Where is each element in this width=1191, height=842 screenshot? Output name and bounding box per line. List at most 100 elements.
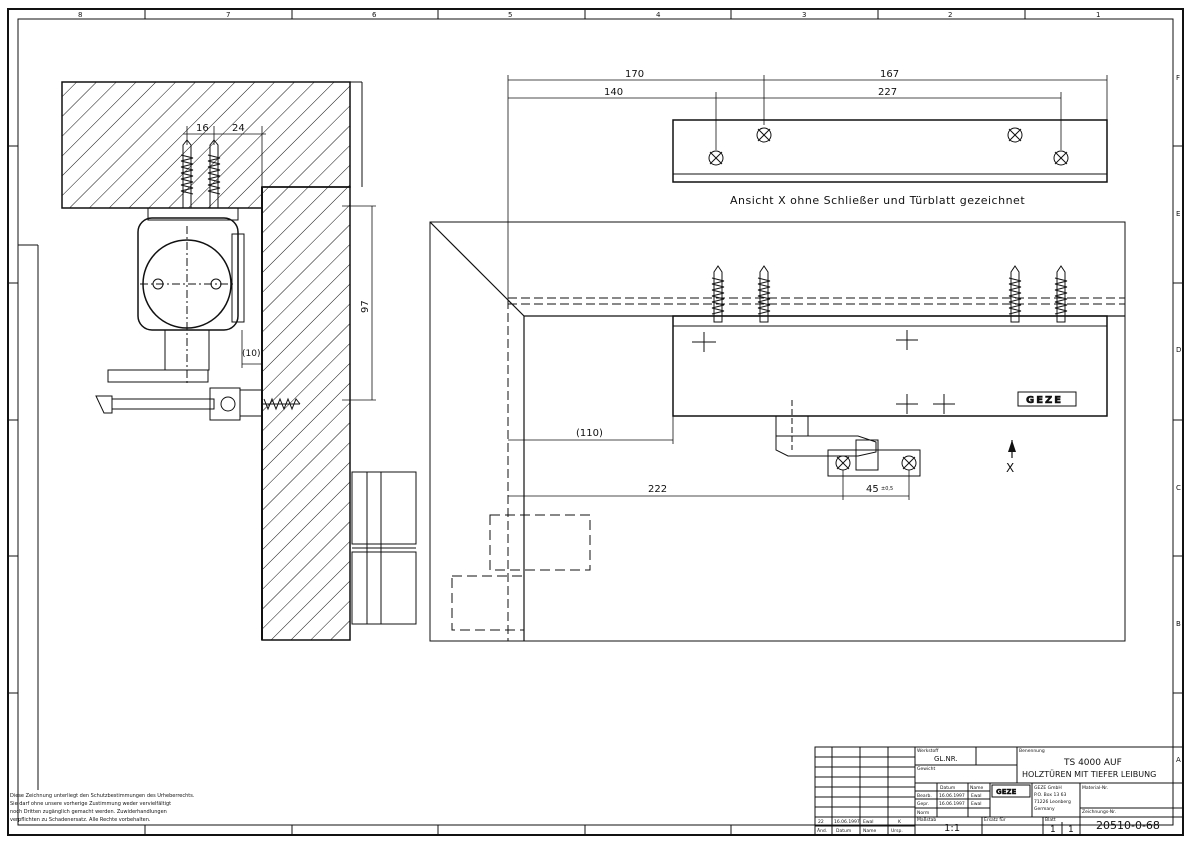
rev-header: Name [863, 828, 877, 834]
arm-end [95, 395, 113, 414]
col-label: 7 [226, 11, 230, 19]
hidden-hinge-upper [489, 514, 591, 571]
col-label: 1 [1096, 11, 1100, 19]
dimension-24: 24 [232, 123, 245, 134]
mounting-plate [672, 119, 1108, 183]
title-header: Benennung [1019, 748, 1045, 754]
revision-date: 16.06.1997 [834, 819, 860, 825]
front-view: GEZE X [429, 221, 1126, 642]
screw-icon [757, 265, 771, 323]
arm-link [775, 435, 877, 457]
date-header: Datum [940, 785, 955, 791]
drawing-number-header: Zeichnungs-Nr. [1082, 809, 1116, 815]
bearb-name: Ewal [971, 793, 982, 799]
screw-hole-icon [708, 150, 724, 166]
closer-body [137, 217, 239, 331]
row-label: F [1176, 74, 1180, 82]
closer-front [672, 315, 1108, 417]
material-value: GL.NR. [934, 755, 958, 763]
col-label: 6 [372, 11, 377, 19]
weight-header: Gewicht [917, 766, 936, 772]
mounting-plate-view [507, 75, 1108, 300]
frame-ticks [8, 9, 1183, 835]
title-line-2: HOLZTÜREN MIT TIEFER LEIBUNG [1022, 769, 1156, 779]
col-label: 2 [948, 11, 952, 19]
svg-text:Sie darf ohne unsere vorherige: Sie darf ohne unsere vorherige Zustimmun… [10, 801, 171, 807]
screw-hole-icon [756, 127, 772, 143]
company-line: P.O. Box 13 63 [1034, 792, 1066, 798]
screw-icon [262, 397, 301, 411]
door-frame-wall [261, 186, 351, 641]
name-header: Name [970, 785, 984, 791]
sheets-total: 1 [1068, 825, 1074, 835]
revision-name: Ewal [863, 819, 874, 825]
dimension-45: 45 [866, 484, 879, 495]
dimension-16: 16 [196, 123, 209, 134]
brand-logo: GEZE [1026, 395, 1063, 406]
company-line: Germany [1034, 806, 1055, 812]
company-line: GEZE GmbH [1034, 785, 1062, 791]
hinge-upper [351, 471, 417, 545]
rev-header: Ursp. [891, 828, 903, 834]
revision-index: 22 [818, 819, 824, 825]
col-label: 8 [78, 11, 82, 19]
dimension-10: (10) [242, 349, 260, 359]
bearb-date: 16.06.1997 [939, 793, 965, 799]
sheet-value: 1 [1050, 825, 1056, 835]
dimension-45-tolerance: ±0,5 [881, 486, 893, 492]
closer-endplate [231, 233, 245, 323]
screw-icon [711, 265, 725, 323]
row-label: B [1176, 620, 1181, 628]
scale-value: 1:1 [944, 823, 960, 834]
section-view [61, 81, 417, 641]
gepr-label: Gepr. [917, 801, 929, 807]
row-label: E [1176, 210, 1180, 218]
title-line-1: TS 4000 AUF [1063, 758, 1122, 768]
inner-frame [17, 18, 1174, 826]
screw-icon [207, 139, 221, 209]
dimension-222: 222 [648, 484, 667, 495]
gepr-date: 16.06.1997 [939, 801, 965, 807]
screw-icon [180, 139, 194, 209]
screw-icon [1054, 265, 1068, 323]
svg-text:Diese Zeichnung unterliegt den: Diese Zeichnung unterliegt den Schutzbes… [10, 793, 195, 799]
col-label: 5 [508, 11, 512, 19]
outer-frame [7, 8, 1184, 836]
revision-mark: K [898, 819, 902, 825]
svg-text:noch Dritten zugänglich gemach: noch Dritten zugänglich gemacht werden. … [10, 809, 167, 815]
dimension-140: 140 [604, 87, 623, 98]
screw-hole-icon [1053, 150, 1069, 166]
door-outline [429, 221, 1126, 642]
copyright-note: Diese Zeichnung unterliegt den Schutzbes… [10, 793, 195, 823]
dimension-167: 167 [880, 69, 899, 80]
dimension-227: 227 [878, 87, 897, 98]
lever-arm [111, 398, 215, 410]
col-label: 3 [802, 11, 806, 19]
svg-text:verpflichten zu Schadenersatz.: verpflichten zu Schadenersatz. Alle Rech… [10, 817, 151, 823]
left-edge-strip [18, 244, 39, 790]
row-label: C [1176, 484, 1181, 492]
shoe-plate [827, 449, 921, 477]
col-label: 4 [656, 11, 661, 19]
row-label: A [1176, 756, 1181, 764]
screw-icon [1008, 265, 1022, 323]
view-arrow-label: X [1006, 461, 1014, 475]
company-logo-box [991, 784, 1031, 798]
sheet-header: Blatt [1045, 817, 1056, 823]
row-label: D [1176, 346, 1181, 354]
company-line: 71226 Leonberg [1034, 799, 1071, 805]
arrow-up-icon [1008, 440, 1016, 452]
material-number-header: Material-Nr. [1082, 785, 1108, 791]
hinge-lower [351, 551, 417, 625]
rev-header: Datum [836, 828, 851, 834]
dimension-170: 170 [625, 69, 644, 80]
bearb-label: Bearb. [917, 793, 932, 799]
gepr-name: Ewal [971, 801, 982, 807]
hidden-hinge-lower [451, 575, 525, 631]
rev-header: Änd. [817, 827, 827, 834]
view-label: Ansicht X ohne Schließer und Türblatt ge… [730, 194, 1025, 207]
material-header: Werkstoff [917, 748, 939, 754]
replace-header: Ersatz für [984, 817, 1006, 823]
dim-lines-left [183, 126, 376, 401]
